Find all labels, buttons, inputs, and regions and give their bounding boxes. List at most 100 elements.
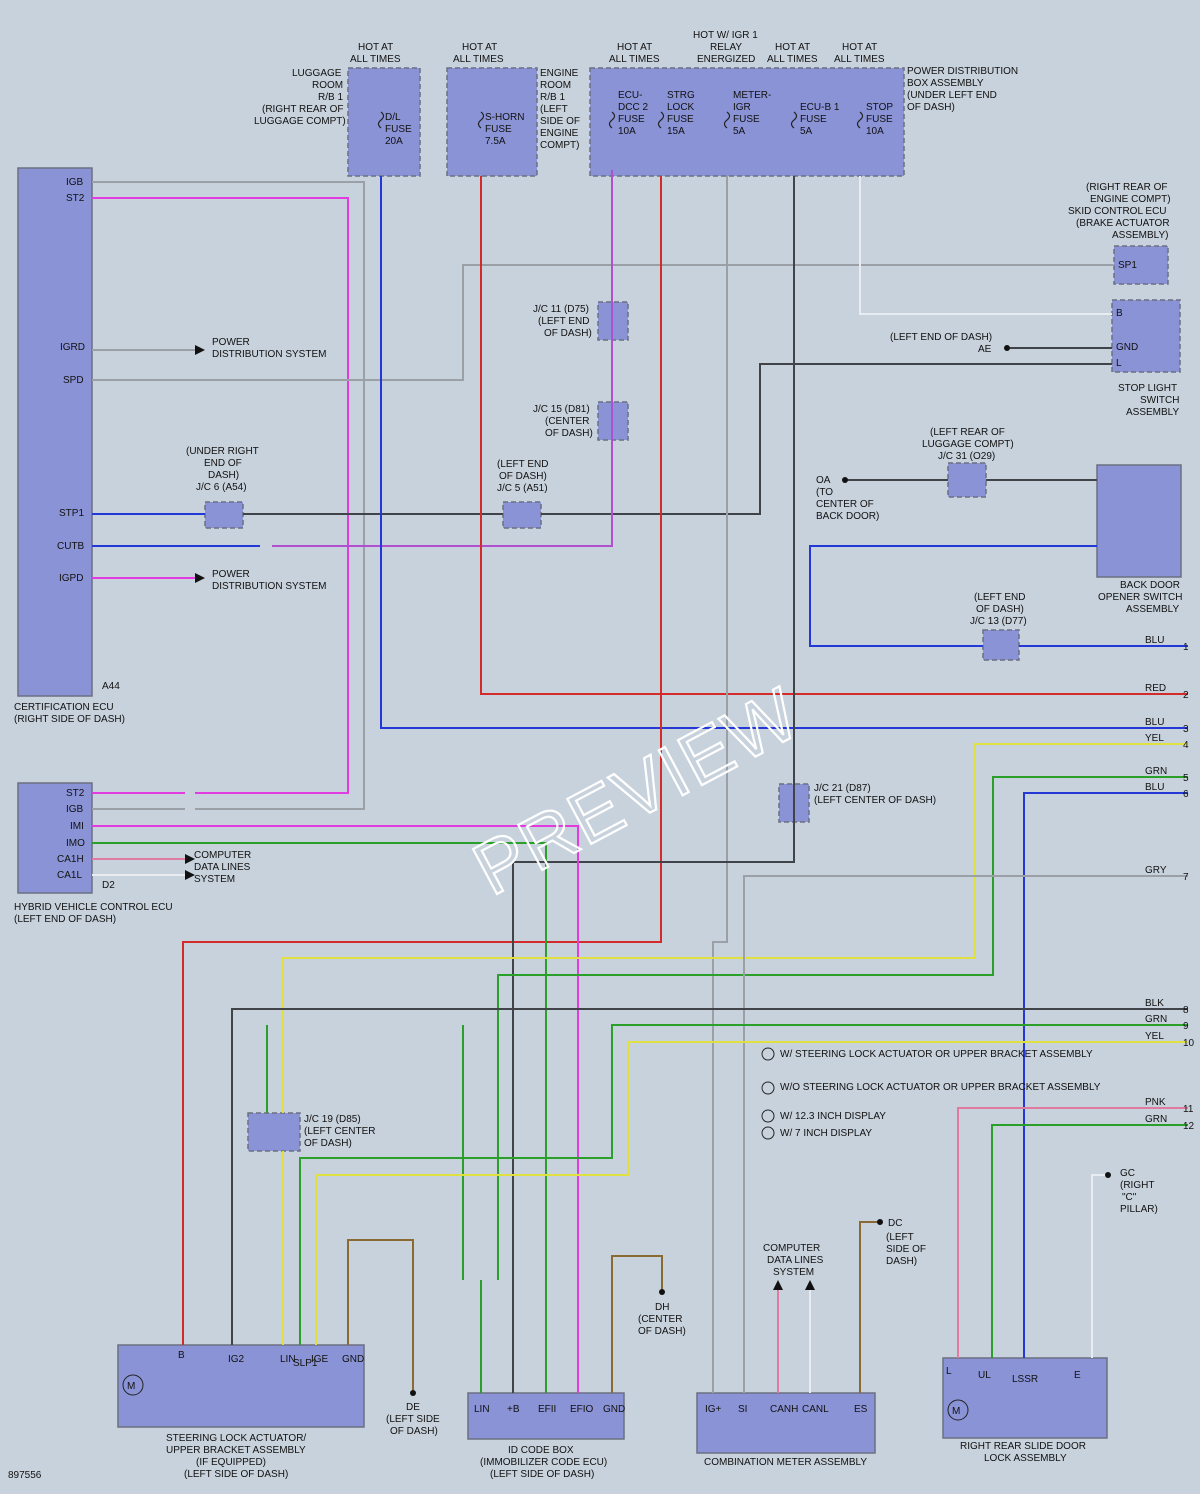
jc13-l3: J/C 13 (D77) — [970, 616, 1027, 627]
ground-de: DE — [406, 1402, 420, 1413]
backdoor-l1: BACK DOOR — [1120, 580, 1180, 591]
eng-l2: ROOM — [540, 80, 571, 91]
hv-pin-imo: IMO — [66, 838, 85, 849]
jc31-l2: LUGGAGE COMPT) — [922, 439, 1014, 450]
jc15-l3: OF DASH) — [545, 428, 593, 439]
ground-dc-l1: (LEFT — [886, 1232, 914, 1243]
fuse5-l2: FUSE — [800, 114, 827, 125]
jc19-block — [247, 1112, 301, 1152]
sl-l4: (LEFT SIDE OF DASH) — [184, 1469, 288, 1480]
cert-label: CERTIFICATION ECU — [14, 702, 114, 713]
fuse5-name: ECU-B 1 — [800, 102, 840, 113]
fuse6-l2: FUSE — [866, 114, 893, 125]
jc13-l1: (LEFT END — [974, 592, 1026, 603]
fuse4-l3: FUSE — [733, 114, 760, 125]
edge-terminal-number-7: 7 — [1183, 872, 1189, 883]
jc5-l2: OF DASH) — [499, 471, 547, 482]
cert-connector: A44 — [102, 681, 120, 692]
edge-terminal-number-4: 4 — [1183, 740, 1189, 751]
jc5-l1: (LEFT END — [497, 459, 549, 470]
edge-terminal-number-9: 9 — [1183, 1021, 1189, 1032]
id-l1: ID CODE BOX — [508, 1445, 574, 1456]
sl-pin-slp1: SLP1 — [293, 1358, 318, 1369]
jc13-block — [982, 629, 1020, 661]
jc31-l3: J/C 31 (O29) — [938, 451, 995, 462]
lug-l3: R/B 1 — [318, 92, 343, 103]
ground-oa-l2: CENTER OF — [816, 499, 874, 510]
fuse3-name: STRG — [667, 90, 695, 101]
cdl-ref1-l3: SYSTEM — [194, 874, 235, 885]
steering-motor-glyph: M — [127, 1381, 135, 1392]
hv-pin-ca1h: CA1H — [57, 854, 84, 865]
jc6-l2: END OF — [204, 458, 242, 469]
jc11-l1: J/C 11 (D75) — [533, 304, 589, 315]
meter-pin-canh: CANH — [770, 1404, 798, 1415]
edge-terminal-color-1: BLU — [1145, 635, 1164, 646]
pdb-l1: POWER DISTRIBUTION — [907, 66, 1018, 77]
door-motor-icon — [947, 1399, 969, 1421]
edge-terminal-number-10: 10 — [1183, 1038, 1195, 1049]
skid-pin: SP1 — [1118, 260, 1137, 271]
jc21-l1: J/C 21 (D87) — [814, 783, 871, 794]
backdoor-l3: ASSEMBLY — [1126, 604, 1179, 615]
id-l2: (IMMOBILIZER CODE ECU) — [480, 1457, 607, 1468]
combination-meter-box — [696, 1392, 876, 1454]
edge-terminal-color-5: GRN — [1145, 766, 1167, 777]
hv-connector: D2 — [102, 880, 115, 891]
door-pin-ul: UL — [978, 1370, 991, 1381]
jc6-l4: J/C 6 (A54) — [196, 482, 247, 493]
fuse6-head2: ALL TIMES — [834, 54, 885, 65]
cert-pin-st2: ST2 — [66, 193, 85, 204]
cert-pin-spd: SPD — [63, 375, 84, 386]
ground-dc-icon — [877, 1219, 883, 1225]
fuse4-rating: 5A — [733, 126, 746, 137]
note1: W/ STEERING LOCK ACTUATOR OR UPPER BRACK… — [780, 1049, 1093, 1060]
edge-terminal-number-5: 5 — [1183, 773, 1189, 784]
ground-dc-l3: DASH) — [886, 1256, 917, 1267]
fuse2-l3: FUSE — [618, 114, 645, 125]
lug-l2: ROOM — [312, 80, 343, 91]
engine-rb-box — [446, 67, 538, 177]
edge-terminal-color-2: RED — [1145, 683, 1166, 694]
fuse5-head2: ALL TIMES — [767, 54, 818, 65]
meter-pin-canl: CANL — [802, 1404, 829, 1415]
fuse1-rating: 7.5A — [485, 136, 506, 147]
cert-pin-cutb: CUTB — [57, 541, 85, 552]
fuse0-l2: FUSE — [385, 124, 412, 135]
stop-pin-gnd: GND — [1116, 342, 1138, 353]
id-pin-efii: EFII — [538, 1404, 556, 1415]
jc5-block — [502, 501, 542, 529]
jc11-l2: (LEFT END — [538, 316, 590, 327]
fuse3-l3: FUSE — [667, 114, 694, 125]
stop-l1: STOP LIGHT — [1118, 383, 1177, 394]
eng-l4: (LEFT — [540, 104, 568, 115]
fuse0-head1: HOT AT — [358, 42, 393, 53]
sl-pin-ige: IGE — [311, 1354, 329, 1365]
jc19-l2: (LEFT CENTER — [304, 1126, 376, 1137]
sl-pin-lin: LIN — [280, 1354, 296, 1365]
edge-terminal-number-8: 8 — [1183, 1005, 1189, 1016]
fuse4-head2: ENERGIZED — [697, 54, 755, 65]
fuse1-l2: FUSE — [485, 124, 512, 135]
fuse4-head1: RELAY — [710, 42, 742, 53]
skid-l4: (BRAKE ACTUATOR — [1076, 218, 1170, 229]
lug-l4: (RIGHT REAR OF — [262, 104, 343, 115]
jc5-l3: J/C 5 (A51) — [497, 483, 548, 494]
cert-pin-igb: IGB — [66, 177, 84, 188]
fuse0-name: D/L — [385, 112, 401, 123]
cdl-ref2-l3: SYSTEM — [773, 1267, 814, 1278]
ground-dh: DH — [655, 1302, 669, 1313]
fuse4-l2: IGR — [733, 102, 751, 113]
door-pin-lssr: LSSR — [1012, 1374, 1038, 1385]
sl-pin-gnd: GND — [342, 1354, 364, 1365]
sl-pin-b: B — [178, 1350, 185, 1361]
pds-ref1-l2: DISTRIBUTION SYSTEM — [212, 349, 326, 360]
skid-l3: SKID CONTROL ECU — [1068, 206, 1167, 217]
stop-pin-l: L — [1116, 358, 1122, 369]
luggage-rb-box — [347, 67, 421, 177]
fuse2-l2: DCC 2 — [618, 102, 648, 113]
eng-l5: SIDE OF — [540, 116, 580, 127]
ground-oa-icon — [842, 477, 848, 483]
pds-ref2-l2: DISTRIBUTION SYSTEM — [212, 581, 326, 592]
